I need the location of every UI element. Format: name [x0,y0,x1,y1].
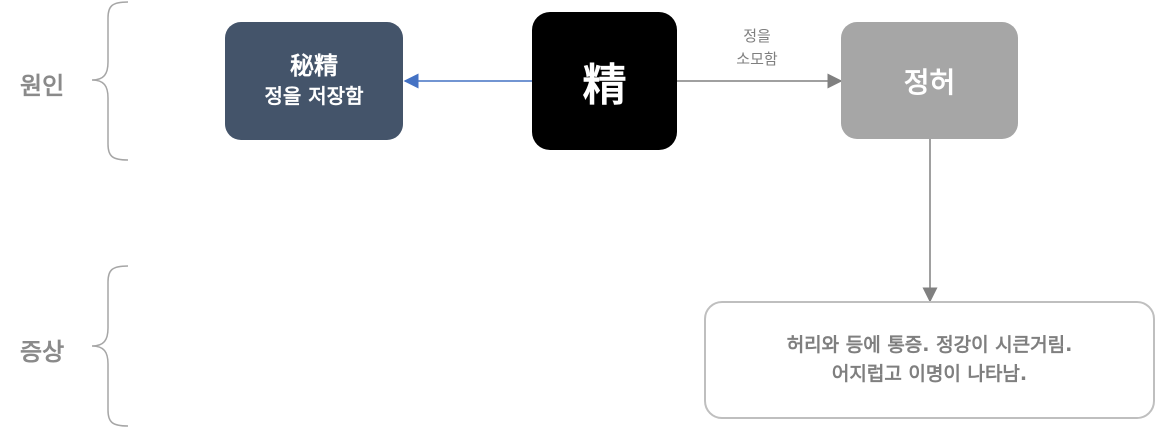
symptom-line1: 허리와 등에 통증. 정강이 시큰거림. [786,334,1073,356]
node-jeongheo: 정허 [841,22,1018,139]
node-symptom: 허리와 등에 통증. 정강이 시큰거림. 어지럽고 이명이 나타남. [704,301,1155,419]
cause-bracket [91,1,129,161]
edge-label-line2: 소모함 [736,50,778,68]
node-bijeong-title: 秘精 [290,52,338,80]
edge-label-line1: 정을 [743,27,771,45]
node-bijeong: 秘精 정을 저장함 [225,22,403,140]
edge-label-consume: 정을 소모함 [712,25,802,71]
cause-row-label: 원인 [20,72,65,100]
node-jeong: 精 [532,12,677,150]
symptom-line2: 어지럽고 이명이 나타남. [831,363,1028,385]
node-bijeong-subtitle: 정을 저장함 [264,84,364,108]
symptom-row-label: 증상 [20,338,65,366]
symptom-bracket [91,265,129,427]
node-jeongheo-title: 정허 [903,65,956,99]
node-jeong-title: 精 [582,60,627,111]
